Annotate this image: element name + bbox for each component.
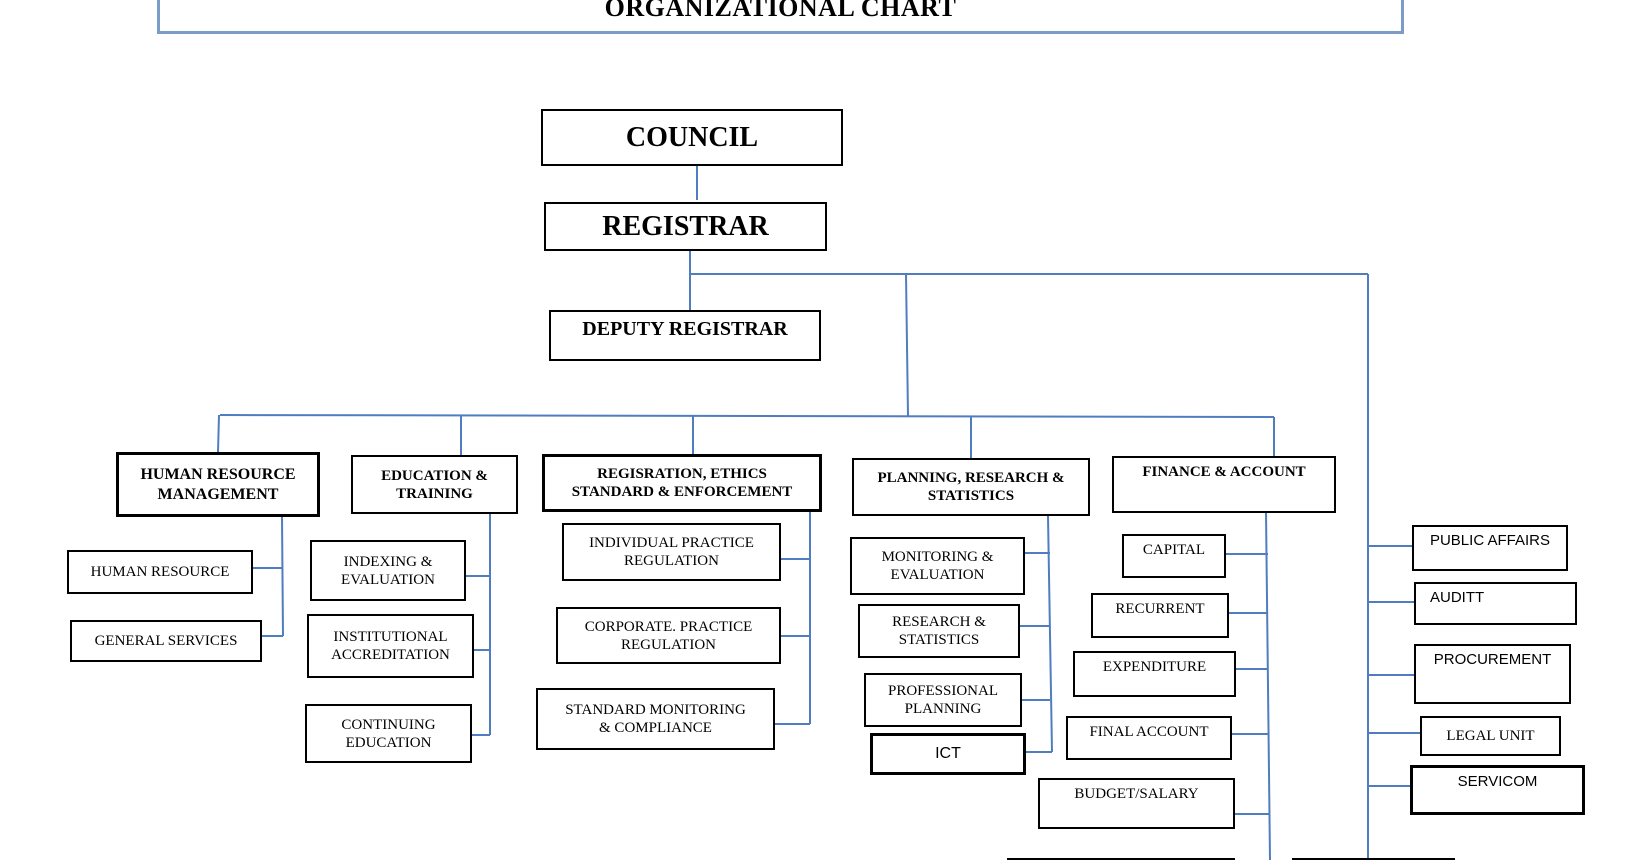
institutional-accreditation-box: INSTITUTIONAL ACCREDITATION (307, 614, 474, 678)
general-services-box: GENERAL SERVICES (70, 620, 262, 662)
standard-monitoring-box: STANDARD MONITORING & COMPLIANCE (536, 688, 775, 750)
hr-management-box: HUMAN RESOURCE MANAGEMENT (116, 452, 320, 517)
indexing-evaluation-box: INDEXING & EVALUATION (310, 540, 466, 601)
continuing-education-box: CONTINUING EDUCATION (305, 704, 472, 763)
auditt-box: AUDITT (1414, 582, 1577, 625)
public-affairs-box: PUBLIC AFFAIRS (1412, 525, 1568, 571)
chart-title: ORGANIZATIONAL CHART (157, 0, 1404, 34)
servicom-box: SERVICOM (1410, 765, 1585, 815)
budget-salary-box: BUDGET/SALARY (1038, 778, 1235, 829)
finance-unlabeled-box (1007, 858, 1235, 860)
research-statistics-box: RESEARCH & STATISTICS (858, 604, 1020, 658)
education-training-box: EDUCATION & TRAINING (351, 455, 518, 514)
legal-unit-box: LEGAL UNIT (1420, 716, 1561, 756)
human-resource-box: HUMAN RESOURCE (67, 550, 253, 594)
planning-research-box: PLANNING, RESEARCH & STATISTICS (852, 458, 1090, 516)
registration-ethics-box: REGISRATION, ETHICS STANDARD & ENFORCEME… (542, 454, 822, 512)
individual-practice-box: INDIVIDUAL PRACTICE REGULATION (562, 523, 781, 581)
professional-planning-box: PROFESSIONAL PLANNING (864, 673, 1022, 727)
ict-box: ICT (870, 733, 1026, 775)
monitoring-evaluation-box: MONITORING & EVALUATION (850, 537, 1025, 595)
expenditure-box: EXPENDITURE (1073, 651, 1236, 697)
corporate-practice-box: CORPORATE. PRACTICE REGULATION (556, 607, 781, 664)
registrar-box: REGISTRAR (544, 202, 827, 251)
recurrent-box: RECURRENT (1091, 593, 1229, 638)
finance-account-box: FINANCE & ACCOUNT (1112, 456, 1336, 513)
council-box: COUNCIL (541, 109, 843, 166)
final-account-box: FINAL ACCOUNT (1066, 716, 1232, 760)
procurement-box: PROCUREMENT (1414, 644, 1571, 704)
right-unlabeled-box (1292, 858, 1455, 860)
deputy-registrar-box: DEPUTY REGISTRAR (549, 310, 821, 361)
capital-box: CAPITAL (1122, 534, 1226, 578)
